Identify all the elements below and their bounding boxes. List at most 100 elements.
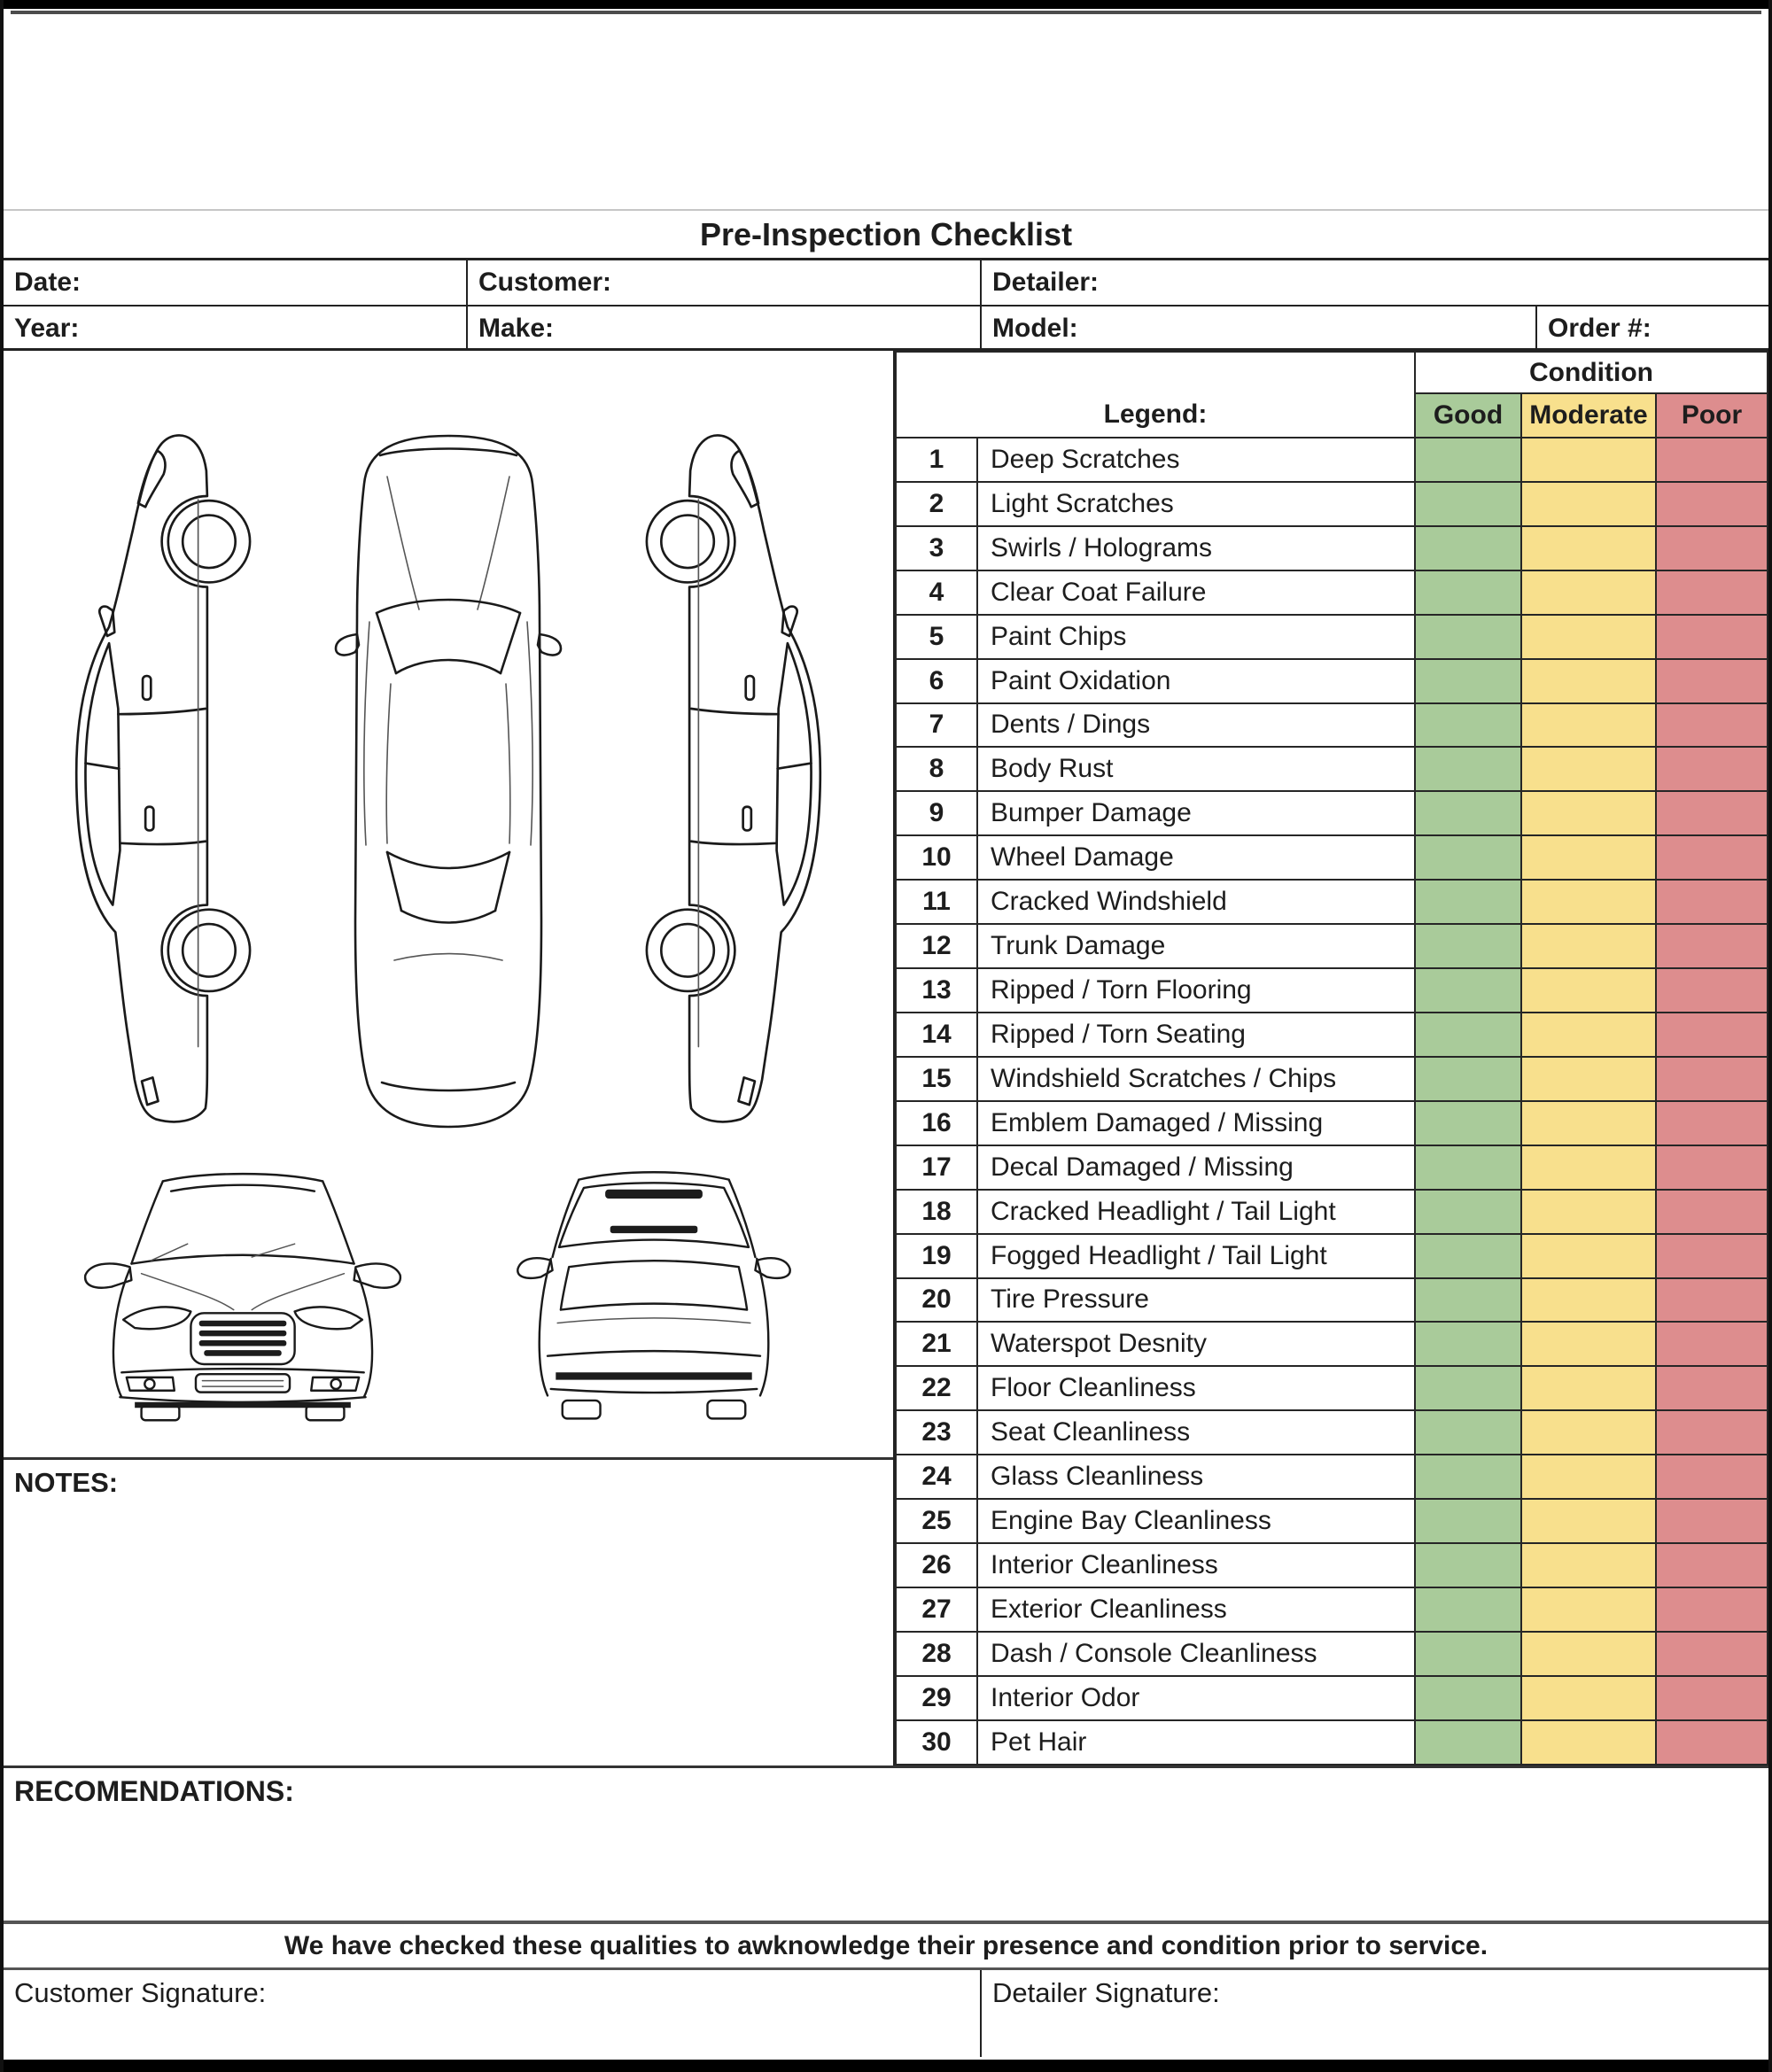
condition-cell-good[interactable]: [1413, 1365, 1522, 1412]
condition-cell-good[interactable]: [1413, 1099, 1522, 1146]
condition-cell-poor[interactable]: [1654, 702, 1768, 749]
condition-cell-moderate[interactable]: [1519, 1586, 1657, 1633]
condition-cell-poor[interactable]: [1654, 1542, 1768, 1588]
condition-cell-poor[interactable]: [1654, 1188, 1768, 1235]
condition-cell-moderate[interactable]: [1519, 1011, 1657, 1058]
condition-cell-good[interactable]: [1413, 1409, 1522, 1456]
condition-cell-good[interactable]: [1413, 613, 1522, 660]
condition-cell-poor[interactable]: [1654, 1454, 1768, 1501]
detailer-field[interactable]: Detailer:: [982, 260, 1768, 305]
condition-cell-moderate[interactable]: [1519, 1498, 1657, 1545]
condition-cell-moderate[interactable]: [1519, 746, 1657, 793]
condition-cell-moderate[interactable]: [1519, 879, 1657, 926]
condition-cell-poor[interactable]: [1654, 1586, 1768, 1633]
model-field[interactable]: Model:: [982, 307, 1537, 348]
condition-cell-moderate[interactable]: [1519, 1409, 1657, 1456]
condition-cell-moderate[interactable]: [1519, 1454, 1657, 1501]
condition-cell-good[interactable]: [1413, 1011, 1522, 1058]
condition-cell-moderate[interactable]: [1519, 480, 1657, 527]
condition-cell-poor[interactable]: [1654, 1365, 1768, 1412]
condition-cell-good[interactable]: [1413, 1188, 1522, 1235]
detailer-signature-field[interactable]: Detailer Signature:: [982, 1970, 1768, 2057]
condition-cell-good[interactable]: [1413, 480, 1522, 527]
condition-cell-moderate[interactable]: [1519, 1719, 1657, 1766]
condition-cell-poor[interactable]: [1654, 923, 1768, 970]
condition-cell-poor[interactable]: [1654, 1277, 1768, 1323]
condition-cell-moderate[interactable]: [1519, 834, 1657, 881]
condition-cell-good[interactable]: [1413, 569, 1522, 616]
condition-cell-poor[interactable]: [1654, 1011, 1768, 1058]
condition-cell-good[interactable]: [1413, 967, 1522, 1013]
condition-cell-good[interactable]: [1413, 834, 1522, 881]
condition-cell-poor[interactable]: [1654, 834, 1768, 881]
condition-cell-moderate[interactable]: [1519, 437, 1657, 483]
condition-cell-good[interactable]: [1413, 1055, 1522, 1102]
condition-cell-moderate[interactable]: [1519, 1099, 1657, 1146]
condition-cell-good[interactable]: [1413, 657, 1522, 704]
condition-cell-moderate[interactable]: [1519, 1277, 1657, 1323]
condition-cell-moderate[interactable]: [1519, 1055, 1657, 1102]
condition-cell-good[interactable]: [1413, 437, 1522, 483]
year-field[interactable]: Year:: [4, 307, 468, 348]
condition-cell-poor[interactable]: [1654, 613, 1768, 660]
condition-cell-good[interactable]: [1413, 790, 1522, 837]
condition-cell-moderate[interactable]: [1519, 967, 1657, 1013]
customer-signature-field[interactable]: Customer Signature:: [4, 1970, 982, 2057]
condition-cell-moderate[interactable]: [1519, 702, 1657, 749]
condition-cell-poor[interactable]: [1654, 569, 1768, 616]
order-number-field[interactable]: Order #:: [1537, 307, 1768, 348]
condition-cell-good[interactable]: [1413, 1144, 1522, 1191]
condition-cell-poor[interactable]: [1654, 524, 1768, 571]
condition-cell-moderate[interactable]: [1519, 524, 1657, 571]
condition-cell-moderate[interactable]: [1519, 1674, 1657, 1721]
condition-cell-moderate[interactable]: [1519, 1144, 1657, 1191]
condition-cell-poor[interactable]: [1654, 1144, 1768, 1191]
condition-cell-poor[interactable]: [1654, 657, 1768, 704]
condition-cell-moderate[interactable]: [1519, 1188, 1657, 1235]
condition-cell-good[interactable]: [1413, 1586, 1522, 1633]
condition-cell-good[interactable]: [1413, 746, 1522, 793]
condition-cell-good[interactable]: [1413, 524, 1522, 571]
condition-cell-moderate[interactable]: [1519, 1321, 1657, 1368]
condition-cell-good[interactable]: [1413, 1719, 1522, 1766]
make-field[interactable]: Make:: [468, 307, 982, 348]
condition-cell-moderate[interactable]: [1519, 1542, 1657, 1588]
condition-cell-good[interactable]: [1413, 1542, 1522, 1588]
condition-cell-good[interactable]: [1413, 923, 1522, 970]
condition-cell-poor[interactable]: [1654, 480, 1768, 527]
condition-cell-moderate[interactable]: [1519, 790, 1657, 837]
condition-cell-poor[interactable]: [1654, 746, 1768, 793]
customer-field[interactable]: Customer:: [468, 260, 982, 305]
condition-cell-moderate[interactable]: [1519, 1630, 1657, 1677]
condition-cell-moderate[interactable]: [1519, 657, 1657, 704]
recommendations-section[interactable]: RECOMENDATIONS:: [4, 1768, 1768, 1924]
condition-cell-good[interactable]: [1413, 1232, 1522, 1279]
condition-cell-good[interactable]: [1413, 879, 1522, 926]
condition-cell-good[interactable]: [1413, 1630, 1522, 1677]
condition-cell-poor[interactable]: [1654, 437, 1768, 483]
condition-cell-poor[interactable]: [1654, 790, 1768, 837]
condition-cell-good[interactable]: [1413, 1454, 1522, 1501]
notes-section[interactable]: NOTES:: [4, 1460, 893, 1765]
condition-cell-good[interactable]: [1413, 702, 1522, 749]
condition-cell-poor[interactable]: [1654, 1498, 1768, 1545]
condition-cell-poor[interactable]: [1654, 967, 1768, 1013]
condition-cell-poor[interactable]: [1654, 1321, 1768, 1368]
condition-cell-moderate[interactable]: [1519, 1365, 1657, 1412]
condition-cell-poor[interactable]: [1654, 1674, 1768, 1721]
condition-cell-good[interactable]: [1413, 1498, 1522, 1545]
condition-cell-moderate[interactable]: [1519, 1232, 1657, 1279]
condition-cell-poor[interactable]: [1654, 1630, 1768, 1677]
condition-cell-poor[interactable]: [1654, 1055, 1768, 1102]
condition-cell-moderate[interactable]: [1519, 569, 1657, 616]
condition-cell-good[interactable]: [1413, 1277, 1522, 1323]
condition-cell-good[interactable]: [1413, 1674, 1522, 1721]
condition-cell-poor[interactable]: [1654, 1232, 1768, 1279]
condition-cell-poor[interactable]: [1654, 1719, 1768, 1766]
condition-cell-good[interactable]: [1413, 1321, 1522, 1368]
condition-cell-moderate[interactable]: [1519, 613, 1657, 660]
date-field[interactable]: Date:: [4, 260, 468, 305]
condition-cell-poor[interactable]: [1654, 1409, 1768, 1456]
condition-cell-poor[interactable]: [1654, 1099, 1768, 1146]
condition-cell-moderate[interactable]: [1519, 923, 1657, 970]
